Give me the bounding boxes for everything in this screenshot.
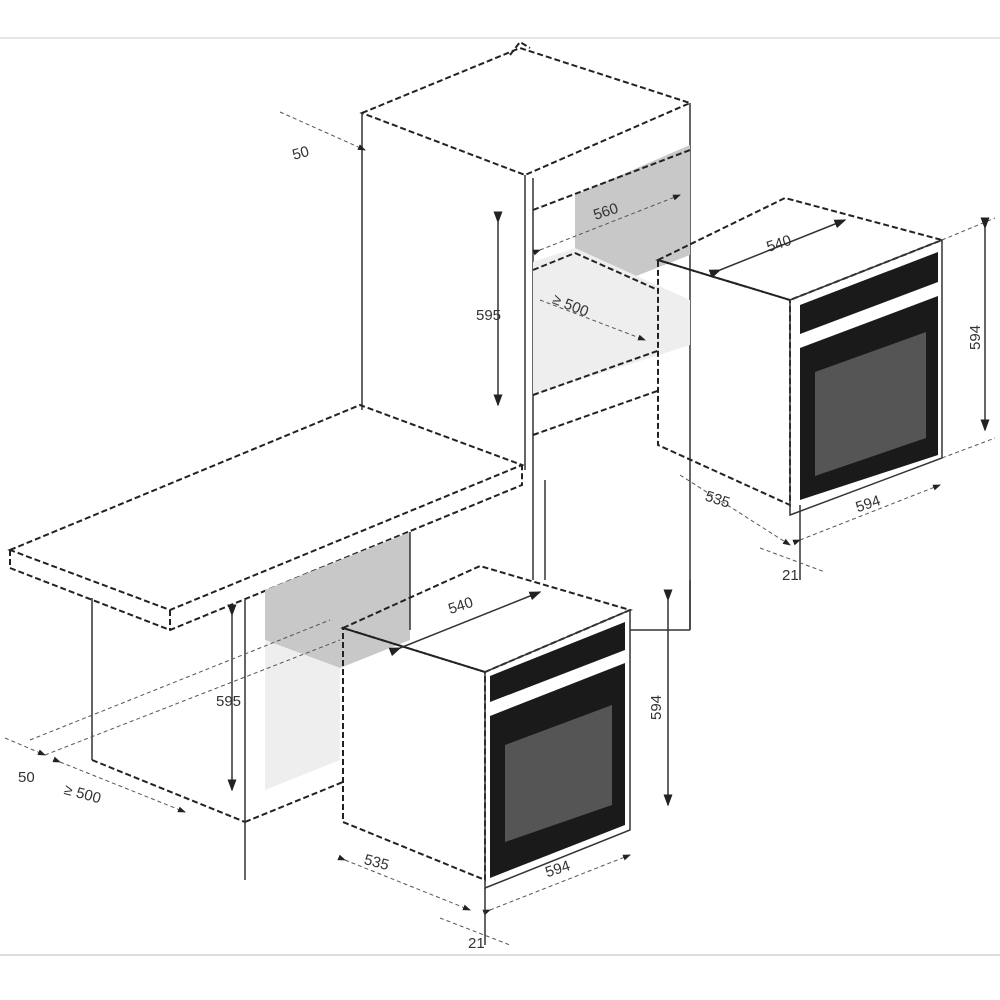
label-upper-depth: 535	[703, 488, 732, 512]
label-lower-depth: 535	[362, 851, 391, 874]
upper-oven-control-panel	[800, 252, 938, 334]
label-lower-height: 594	[648, 695, 665, 720]
countertop-unit	[7, 403, 525, 880]
lower-oven	[337, 564, 691, 946]
upper-oven	[655, 196, 996, 580]
label-lower-top-depth: 540	[446, 594, 475, 618]
upper-oven-window	[815, 332, 926, 476]
label-upper-height: 594	[967, 325, 984, 350]
label-lower-front-thickness: 21	[468, 935, 485, 952]
tall-cabinet	[359, 40, 693, 630]
lower-oven-control-panel	[490, 622, 625, 702]
label-tall-top-gap: 50	[290, 143, 311, 164]
lower-oven-window	[505, 705, 612, 842]
label-upper-front-thickness: 21	[782, 567, 799, 584]
label-niche-height: 595	[476, 307, 501, 324]
label-lower-width: 594	[543, 857, 572, 881]
label-niche-width: 560	[591, 200, 620, 224]
label-undercounter-gap: 50	[18, 769, 35, 786]
niche-floor	[533, 248, 690, 395]
label-upper-top-depth: 540	[765, 232, 794, 256]
label-undercounter-depth: ≥ 500	[62, 781, 103, 807]
label-undercounter-height: 595	[216, 693, 241, 710]
label-upper-width: 594	[854, 492, 883, 516]
